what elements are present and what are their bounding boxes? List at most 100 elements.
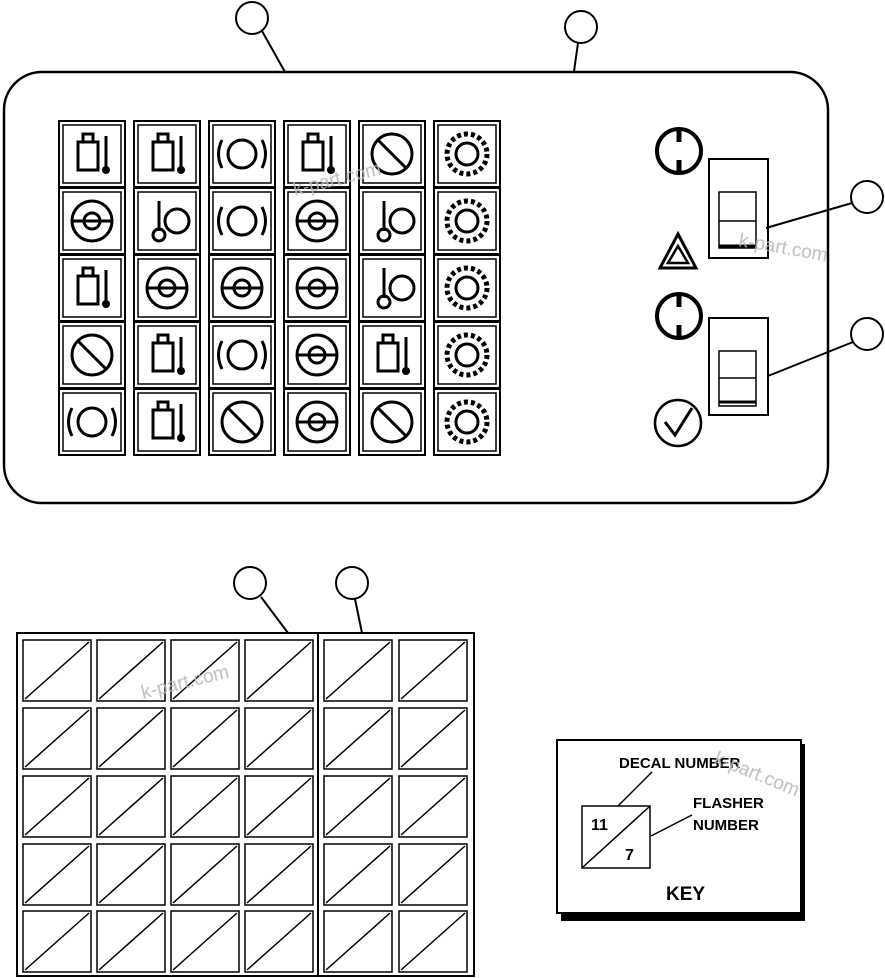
indicator-cell — [433, 321, 501, 389]
parking-brake-icon — [217, 138, 267, 170]
hazard-icon — [657, 230, 699, 270]
indicator-cell — [433, 254, 501, 322]
hydraulic-filter-icon — [76, 266, 110, 308]
flasher-cell — [22, 910, 92, 973]
indicator-cell — [358, 254, 426, 322]
transmission-fault-icon — [444, 131, 490, 177]
indicator-cell — [283, 120, 351, 188]
flasher-cell — [96, 707, 166, 770]
flasher-cell — [22, 775, 92, 838]
flasher-cell — [22, 843, 92, 906]
flasher-cell — [96, 775, 166, 838]
indicator-cell — [133, 254, 201, 322]
flasher-cell — [96, 639, 166, 702]
indicator-cell — [208, 120, 276, 188]
ramp-icon — [220, 266, 264, 310]
no-charge-icon — [370, 132, 414, 176]
indicator-cell — [433, 388, 501, 456]
key-box: DECAL NUMBER FLASHER NUMBER 11 7 KEY — [556, 739, 805, 921]
callout-switch-upper — [765, 180, 884, 229]
switch-lower[interactable] — [653, 292, 769, 448]
rocker-switch-lower — [708, 317, 769, 416]
indicator-cell — [358, 321, 426, 389]
key-title: KEY — [666, 884, 705, 905]
flasher-cell — [398, 910, 468, 973]
indicator-cell — [433, 120, 501, 188]
fuel-water-separator-icon — [76, 132, 110, 174]
flasher-cell — [323, 775, 393, 838]
flasher-grid — [16, 632, 475, 977]
flasher-cell — [398, 707, 468, 770]
flasher-number-label-1: FLASHER — [693, 795, 764, 812]
indicator-cell — [358, 388, 426, 456]
brake-pressure-icon — [67, 406, 117, 438]
indicator-icon-grid — [58, 120, 501, 456]
flasher-cell — [170, 707, 240, 770]
indicator-cell — [58, 254, 126, 322]
check-icon — [653, 398, 703, 448]
callout-top-left — [235, 1, 286, 73]
sample-flasher-number: 7 — [625, 847, 634, 864]
fuel-filter-icon — [151, 132, 185, 174]
flasher-cell — [244, 707, 314, 770]
flasher-cell — [244, 775, 314, 838]
indicator-cell — [433, 187, 501, 255]
flasher-cell — [96, 843, 166, 906]
transmission-temp-icon — [444, 198, 490, 244]
engine-oil-pressure-icon — [376, 201, 416, 243]
indicator-cell — [133, 120, 201, 188]
flasher-cell — [170, 639, 240, 702]
flasher-cell — [96, 910, 166, 973]
power-switch-icon — [655, 292, 703, 340]
transmission-filter-icon — [444, 399, 490, 445]
indicator-cell — [133, 187, 201, 255]
indicator-cell — [358, 120, 426, 188]
speed-gauge-icon — [145, 266, 189, 310]
flasher-cell — [398, 843, 468, 906]
indicator-cell — [283, 388, 351, 456]
power-switch-icon — [655, 127, 703, 175]
flasher-cell — [244, 910, 314, 973]
flasher-cell — [244, 639, 314, 702]
flasher-cell — [244, 843, 314, 906]
indicator-cell — [58, 120, 126, 188]
no-charge-circle-icon — [70, 333, 114, 377]
indicator-cell — [58, 321, 126, 389]
sample-decal-number: 11 — [591, 817, 608, 834]
flasher-cell — [323, 707, 393, 770]
flasher-cell — [323, 910, 393, 973]
indicator-cell — [208, 321, 276, 389]
stop-icon — [370, 400, 414, 444]
no-engine-icon — [220, 400, 264, 444]
axle-oil-icon — [444, 332, 490, 378]
transmission-oil-icon — [444, 265, 490, 311]
flasher-cell — [323, 843, 393, 906]
fuel-level-icon — [151, 333, 185, 375]
air-filter-icon — [301, 132, 335, 174]
flasher-cell — [170, 843, 240, 906]
indicator-cell — [283, 321, 351, 389]
indicator-cell — [208, 254, 276, 322]
flasher-cell — [398, 639, 468, 702]
indicator-cell — [58, 187, 126, 255]
indicator-cell — [283, 187, 351, 255]
hydraulic-oil-icon — [151, 201, 191, 243]
indicator-cell — [133, 321, 201, 389]
flasher-cell — [398, 775, 468, 838]
headlight-icon — [295, 199, 339, 243]
indicator-cell — [58, 388, 126, 456]
callout-grid-left — [233, 566, 289, 634]
flasher-number-label-2: NUMBER — [693, 817, 759, 834]
callout-switch-lower — [767, 317, 884, 377]
indicator-cell — [208, 388, 276, 456]
flasher-cell — [22, 707, 92, 770]
indicator-cell — [208, 187, 276, 255]
switch-upper[interactable] — [655, 127, 769, 270]
flasher-cell — [22, 639, 92, 702]
flasher-cell — [170, 775, 240, 838]
indicator-cell — [283, 254, 351, 322]
engine-check-icon — [295, 400, 339, 444]
engine-heater-icon — [295, 333, 339, 377]
fuel-temp-icon — [376, 333, 410, 375]
